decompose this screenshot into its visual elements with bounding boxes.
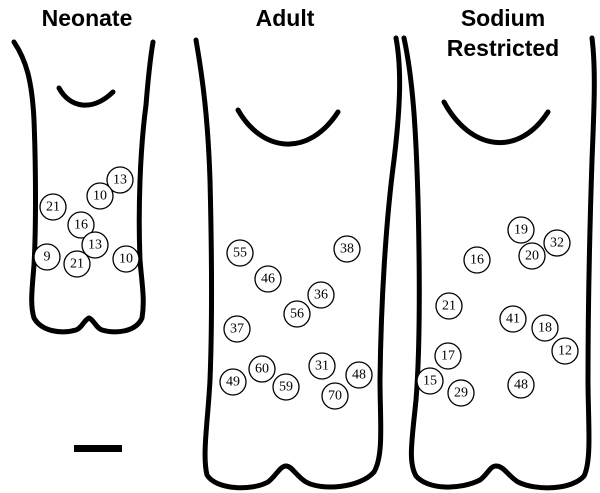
marker-circle: 49 — [220, 369, 246, 395]
marker-circle: 9 — [34, 244, 60, 270]
marker-label: 46 — [261, 272, 275, 287]
marker-label: 20 — [525, 249, 539, 264]
marker-label: 21 — [70, 257, 84, 272]
marker-circle: 59 — [273, 374, 299, 400]
marker-label: 37 — [230, 322, 244, 337]
marker-circle: 21 — [436, 293, 462, 319]
marker-circle: 36 — [308, 282, 334, 308]
sodium-inner-arc — [444, 102, 548, 143]
marker-label: 21 — [442, 299, 456, 314]
panel-title-neonate: Neonate — [42, 5, 133, 31]
panel-title-sodium-line1: Sodium — [461, 5, 545, 31]
marker-label: 41 — [506, 312, 520, 327]
marker-circle: 31 — [309, 353, 335, 379]
marker-label: 48 — [352, 368, 366, 383]
marker-label: 56 — [290, 307, 304, 322]
panel-neonate — [14, 42, 153, 332]
marker-label: 32 — [550, 236, 564, 251]
marker-label: 9 — [44, 250, 51, 265]
marker-label: 48 — [514, 378, 528, 393]
marker-label: 21 — [46, 200, 60, 215]
marker-label: 29 — [454, 386, 468, 401]
marker-label: 13 — [113, 173, 127, 188]
marker-circle: 48 — [508, 372, 534, 398]
marker-circle: 29 — [448, 380, 474, 406]
marker-circle: 18 — [532, 315, 558, 341]
marker-circle: 48 — [346, 362, 372, 388]
neonate-section-outline — [14, 42, 153, 332]
marker-label: 10 — [93, 189, 107, 204]
marker-circle: 56 — [284, 301, 310, 327]
marker-label: 15 — [423, 374, 437, 389]
adult-inner-arc — [238, 110, 338, 144]
marker-circle: 21 — [64, 251, 90, 277]
marker-label: 31 — [315, 359, 329, 374]
marker-label: 19 — [514, 223, 528, 238]
sodium-section-outline — [404, 38, 594, 488]
marker-label: 10 — [119, 252, 133, 267]
marker-circle: 41 — [500, 306, 526, 332]
marker-circle: 55 — [227, 240, 253, 266]
marker-circle: 70 — [322, 383, 348, 409]
marker-circle: 16 — [464, 247, 490, 273]
marker-circle: 60 — [249, 356, 275, 382]
marker-label: 59 — [279, 380, 293, 395]
marker-circle: 38 — [334, 236, 360, 262]
adult-section-outline — [196, 38, 400, 488]
marker-circle: 19 — [508, 217, 534, 243]
marker-label: 17 — [441, 349, 455, 364]
marker-circle: 46 — [255, 266, 281, 292]
marker-label: 12 — [558, 344, 572, 359]
marker-circle: 37 — [224, 316, 250, 342]
marker-label: 18 — [538, 321, 552, 336]
panel-adult — [196, 38, 400, 488]
marker-label: 70 — [328, 389, 342, 404]
marker-circle: 15 — [417, 368, 443, 394]
marker-circle: 10 — [87, 183, 113, 209]
marker-circle: 17 — [435, 343, 461, 369]
panel-title-sodium-line2: Restricted — [447, 35, 559, 61]
scale-bar — [74, 445, 122, 452]
panel-sodium-restricted — [404, 38, 594, 488]
marker-label: 60 — [255, 362, 269, 377]
marker-label: 16 — [470, 253, 484, 268]
panel-title-adult: Adult — [256, 5, 315, 31]
marker-circle: 21 — [40, 194, 66, 220]
marker-label: 49 — [226, 375, 240, 390]
marker-label: 16 — [74, 218, 88, 233]
marker-label: 55 — [233, 246, 247, 261]
marker-label: 36 — [314, 288, 328, 303]
marker-circle: 32 — [544, 230, 570, 256]
marker-label: 38 — [340, 242, 354, 257]
neonate-inner-arc — [59, 88, 113, 105]
marker-circle: 10 — [113, 246, 139, 272]
marker-circle: 20 — [519, 243, 545, 269]
marker-circle: 12 — [552, 338, 578, 364]
marker-label: 13 — [88, 238, 102, 253]
